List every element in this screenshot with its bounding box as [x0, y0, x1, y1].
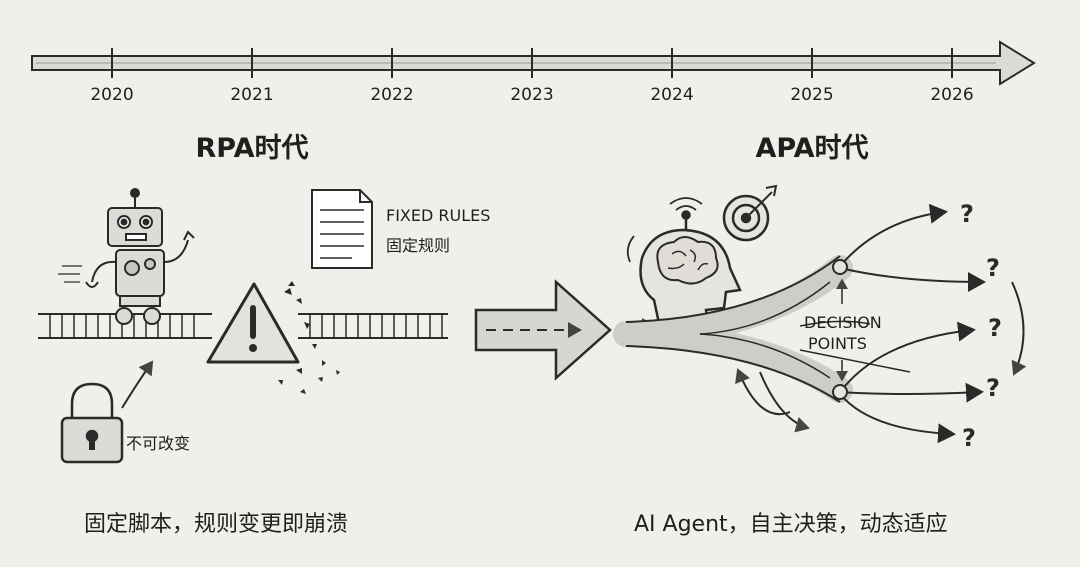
broken-debris [278, 281, 340, 394]
question-mark: ? [986, 254, 1000, 282]
robot-icon [58, 188, 195, 325]
fixed-rules-label-zh: 固定规则 [386, 236, 451, 255]
rpa-caption: 固定脚本，规则变更即崩溃 [84, 512, 349, 537]
lock-icon [60, 382, 124, 464]
timeline-year: 2020 [90, 85, 134, 105]
rpa-era-title: RPA时代 [195, 133, 309, 164]
timeline-arrow [31, 40, 1036, 86]
document-icon [311, 189, 373, 269]
transition-arrow-icon [474, 279, 612, 381]
target-icon [722, 184, 778, 242]
timeline-year: 2021 [230, 85, 274, 105]
apa-caption: AI Agent，自主决策，动态适应 [634, 512, 948, 537]
question-mark: ? [960, 200, 974, 228]
timeline-year: 2025 [790, 85, 834, 105]
fixed-rules-label-en: FIXED RULES [386, 206, 491, 225]
branching-paths [613, 203, 1027, 444]
decision-node [832, 259, 848, 400]
question-mark: ? [988, 314, 1002, 342]
brain-head-icon [624, 197, 742, 334]
decision-points-line1: DECISION [804, 313, 882, 332]
timeline-year: 2023 [510, 85, 554, 105]
timeline-year: 2022 [370, 85, 414, 105]
warning-icon [206, 282, 300, 364]
lock-label: 不可改变 [126, 434, 191, 453]
lock-arrow [121, 360, 154, 409]
question-mark: ? [986, 374, 1000, 402]
timeline-year: 2026 [930, 85, 974, 105]
decision-points-line2: POINTS [808, 334, 867, 353]
conveyor-track-right [298, 313, 448, 339]
question-mark: ? [962, 424, 976, 452]
timeline-year: 2024 [650, 85, 694, 105]
apa-era-title: APA时代 [755, 133, 869, 164]
